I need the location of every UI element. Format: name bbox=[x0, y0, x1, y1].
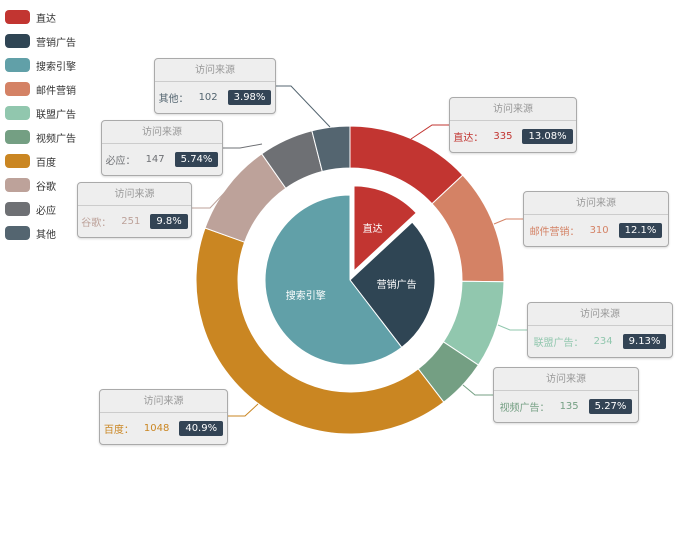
legend-label: 其他 bbox=[36, 229, 56, 241]
label-series-name: 访问来源 bbox=[494, 368, 638, 391]
label-name: 邮件营销： bbox=[529, 227, 580, 238]
legend-label: 谷歌 bbox=[36, 181, 56, 193]
label-name: 谷歌： bbox=[81, 218, 112, 229]
label-value: 335 bbox=[493, 131, 513, 142]
legend-label: 百度 bbox=[36, 157, 56, 169]
legend-item[interactable]: 搜索引擎 bbox=[5, 53, 76, 77]
legend-swatch bbox=[5, 178, 30, 192]
inner-slice-label: 搜索引擎 bbox=[286, 289, 326, 302]
label-value: 310 bbox=[589, 225, 609, 236]
leader-line bbox=[274, 85, 331, 128]
label-name: 其他： bbox=[158, 94, 189, 105]
legend-label: 营销广告 bbox=[36, 37, 76, 49]
label-percent: 13.08% bbox=[522, 129, 573, 144]
outer-slice[interactable] bbox=[195, 227, 445, 435]
label-series-name: 访问来源 bbox=[528, 303, 672, 326]
legend-swatch bbox=[5, 130, 30, 144]
legend-label: 直达 bbox=[36, 13, 56, 25]
inner-slice[interactable] bbox=[349, 221, 436, 349]
label-series-name: 访问来源 bbox=[524, 192, 668, 215]
label-percent: 5.27% bbox=[588, 399, 633, 414]
label-value: 1048 bbox=[143, 423, 170, 434]
label-percent: 9.13% bbox=[622, 334, 667, 349]
label-value: 234 bbox=[593, 336, 613, 347]
legend-item[interactable]: 必应 bbox=[5, 197, 76, 221]
label-series-name: 访问来源 bbox=[102, 121, 222, 144]
slice-label-box: 访问来源其他： 102 3.98% bbox=[154, 58, 276, 114]
leader-line bbox=[493, 218, 523, 225]
leader-line bbox=[190, 189, 228, 209]
legend-label: 联盟广告 bbox=[36, 109, 76, 121]
label-series-name: 访问来源 bbox=[450, 98, 576, 121]
label-name: 必应： bbox=[105, 156, 136, 167]
legend-swatch bbox=[5, 202, 30, 216]
label-percent: 40.9% bbox=[179, 421, 224, 436]
legend-item[interactable]: 邮件营销 bbox=[5, 77, 76, 101]
label-series-name: 访问来源 bbox=[155, 59, 275, 82]
leader-line bbox=[221, 143, 263, 149]
legend-item[interactable]: 直达 bbox=[5, 5, 76, 29]
legend-item[interactable]: 营销广告 bbox=[5, 29, 76, 53]
slice-label-box: 访问来源联盟广告： 234 9.13% bbox=[527, 302, 673, 358]
slice-label-box: 访问来源谷歌： 251 9.8% bbox=[77, 182, 192, 238]
slice-label-box: 访问来源视频广告： 135 5.27% bbox=[493, 367, 639, 423]
legend-label: 邮件营销 bbox=[36, 85, 76, 97]
label-name: 百度： bbox=[103, 425, 134, 436]
leader-line bbox=[497, 324, 527, 331]
legend-swatch bbox=[5, 154, 30, 168]
label-series-name: 访问来源 bbox=[78, 183, 191, 206]
label-name: 联盟广告： bbox=[533, 338, 584, 349]
label-value: 147 bbox=[145, 154, 165, 165]
legend: 直达营销广告搜索引擎邮件营销联盟广告视频广告百度谷歌必应其他 bbox=[5, 5, 76, 245]
slice-label-box: 访问来源百度： 1048 40.9% bbox=[99, 389, 228, 445]
legend-swatch bbox=[5, 10, 30, 24]
inner-slice-label: 营销广告 bbox=[377, 278, 417, 291]
legend-label: 必应 bbox=[36, 205, 56, 217]
legend-item[interactable]: 谷歌 bbox=[5, 173, 76, 197]
legend-swatch bbox=[5, 58, 30, 72]
inner-slice[interactable] bbox=[264, 194, 403, 366]
label-name: 视频广告： bbox=[499, 403, 550, 414]
leader-line bbox=[410, 124, 449, 140]
legend-item[interactable]: 其他 bbox=[5, 221, 76, 245]
legend-swatch bbox=[5, 226, 30, 240]
label-value: 102 bbox=[198, 92, 218, 103]
label-percent: 5.74% bbox=[174, 152, 219, 167]
slice-label-box: 访问来源直达： 335 13.08% bbox=[449, 97, 577, 153]
legend-swatch bbox=[5, 34, 30, 48]
label-percent: 9.8% bbox=[150, 214, 188, 229]
outer-slice[interactable] bbox=[311, 125, 351, 173]
slice-label-box: 访问来源邮件营销： 310 12.1% bbox=[523, 191, 669, 247]
legend-label: 视频广告 bbox=[36, 133, 76, 145]
leader-line bbox=[226, 403, 259, 417]
legend-label: 搜索引擎 bbox=[36, 61, 76, 73]
label-value: 251 bbox=[121, 216, 141, 227]
label-percent: 3.98% bbox=[227, 90, 272, 105]
inner-slice[interactable] bbox=[353, 185, 417, 272]
legend-swatch bbox=[5, 106, 30, 120]
label-value: 135 bbox=[559, 401, 579, 412]
legend-swatch bbox=[5, 82, 30, 96]
legend-item[interactable]: 联盟广告 bbox=[5, 101, 76, 125]
legend-item[interactable]: 百度 bbox=[5, 149, 76, 173]
label-name: 直达： bbox=[453, 133, 484, 144]
slice-label-box: 访问来源必应： 147 5.74% bbox=[101, 120, 223, 176]
legend-item[interactable]: 视频广告 bbox=[5, 125, 76, 149]
label-percent: 12.1% bbox=[618, 223, 663, 238]
inner-slice-label: 直达 bbox=[363, 222, 383, 235]
label-series-name: 访问来源 bbox=[100, 390, 227, 413]
leader-line bbox=[462, 384, 493, 396]
